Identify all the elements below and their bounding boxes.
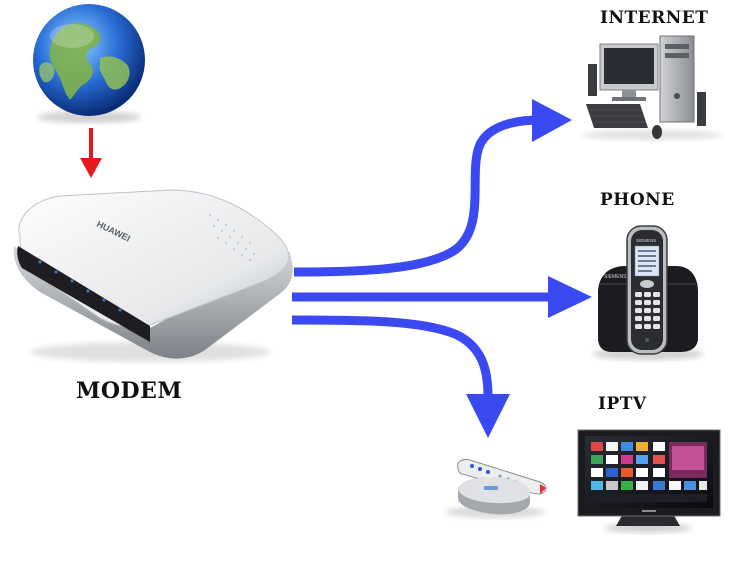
input-arrow (80, 128, 102, 178)
set-top-box-icon (445, 459, 547, 518)
label-iptv: IPTV (598, 394, 647, 414)
arrow-to-iptv (291, 315, 493, 397)
modem-icon: HUAWEI (13, 189, 293, 362)
desktop-computer-icon (582, 35, 722, 140)
tv-app-tiles (591, 442, 707, 502)
label-modem: MODEM (76, 378, 183, 404)
cordless-phone-icon: SIEMENS SIEMENS (592, 225, 704, 360)
globe-icon (33, 4, 145, 123)
label-phone: PHONE (600, 190, 675, 210)
svg-text:SIEMENS: SIEMENS (604, 274, 627, 280)
arrow-to-internet (293, 115, 541, 277)
label-internet: INTERNET (600, 8, 709, 28)
flow-arrows (291, 115, 552, 397)
television-icon (577, 429, 721, 533)
arrow-heads (466, 99, 592, 438)
phone-brand-text: SIEMENS (636, 238, 656, 243)
